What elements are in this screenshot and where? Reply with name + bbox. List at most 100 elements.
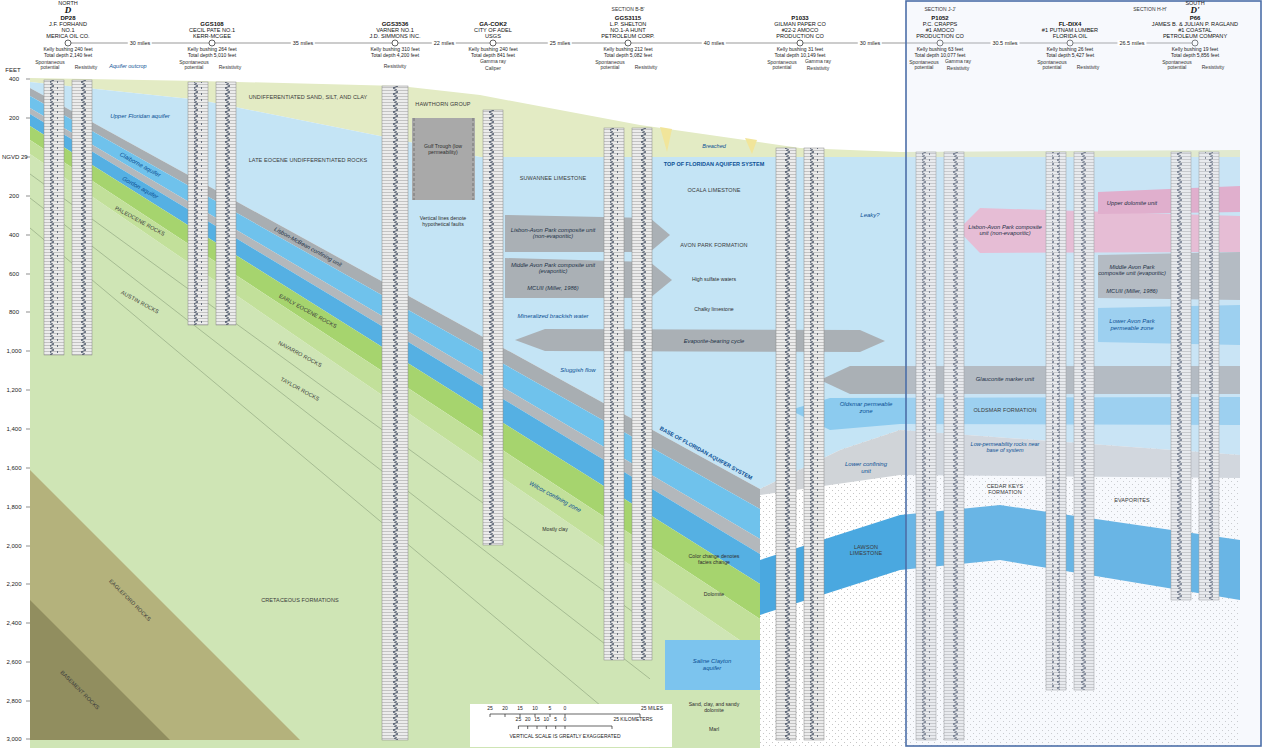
note: Marl <box>709 727 719 733</box>
well-log-trace <box>610 128 618 660</box>
well-datum: Total depth 5,010 feet <box>188 53 236 59</box>
well-spacing: 30.5 miles <box>990 40 1019 46</box>
gulf-trough <box>414 118 415 200</box>
depth-axis-label: 400 <box>9 232 19 239</box>
depth-axis-label: 1,200 <box>6 387 21 394</box>
scale-bar <box>505 714 506 717</box>
well-datum: Kelly bushing 212 feet <box>603 47 652 53</box>
hydrologic-unit-label: Gordon aquifer <box>121 175 159 200</box>
hydrologic-unit-label: Sluggish flow <box>560 367 595 374</box>
log-track-label: Spontaneous potential <box>595 60 625 71</box>
well-log-trace <box>50 80 58 355</box>
well-name: USGS <box>485 32 501 38</box>
log-track-label: Spontaneous potential <box>35 60 65 71</box>
scale-label: 0 <box>564 717 567 723</box>
formation-label: AVON PARK FORMATION <box>680 242 747 248</box>
log-track-label: Resistivity <box>635 65 658 70</box>
well-name: J.F. FORHAND <box>49 20 87 26</box>
depth-axis-label: 400 <box>9 76 19 83</box>
hydrologic-unit-label: Lower Avon Park permeable zone <box>1097 318 1167 331</box>
well-name: CECIL PATE NO.1 <box>189 26 235 32</box>
well-name: KERR-MCGEE <box>193 32 231 38</box>
well-id: P1052 <box>931 14 948 21</box>
depth-axis-tick <box>26 739 30 740</box>
note: Sand, clay, and sandy dolomite <box>679 702 749 714</box>
well-log-column <box>382 86 408 740</box>
well-log-trace <box>810 148 818 740</box>
depth-axis-label: 2,800 <box>6 698 21 705</box>
depth-axis-label: 1,400 <box>6 426 21 433</box>
formation-label: LATE EOCENE UNDIFFERENTIATED ROCKS <box>249 157 368 163</box>
well-datum: Total depth 4,200 feet <box>371 53 419 59</box>
scale-label: 5 <box>554 717 557 723</box>
well-spacing: 35 miles <box>291 40 315 46</box>
well-name: PRODUCTION CO <box>916 32 964 38</box>
formation-label: EARLY EOCENE ROCKS <box>278 293 338 330</box>
well-id: GGS108 <box>200 20 223 27</box>
well-log-column <box>804 148 824 740</box>
log-track-label: Caliper <box>485 66 501 71</box>
well-name: VARNER NO.1 <box>376 26 414 32</box>
section-line <box>797 40 803 46</box>
gulf-trough <box>412 118 475 200</box>
scale-label: 10 <box>532 706 538 712</box>
well-name: NO.1 <box>61 26 74 32</box>
section-reference: SECTION H-H' <box>1133 7 1166 13</box>
depth-axis-tick <box>26 701 30 702</box>
confining-unit-label: Middle Avon Park composite unit (evapori… <box>1097 264 1167 277</box>
scale-label: VERTICAL SCALE IS GREATLY EXAGGERATED <box>509 734 620 740</box>
gulf-trough <box>412 118 475 200</box>
well-name: JAMES B. & JULIAN P. RAGLAND <box>1152 20 1238 26</box>
well-datum: Total depth 5,856 feet <box>1171 53 1219 59</box>
well-datum: Kelly bushing 26 feet <box>1047 47 1093 53</box>
section-line <box>209 40 215 46</box>
well-name: #22-2 AMOCO <box>782 26 819 32</box>
basement-wedge <box>30 470 300 740</box>
well-name: P.C. CRAPPS <box>923 20 958 26</box>
well-spacing: 40 miles <box>702 40 726 46</box>
well-name: GILMAN PAPER CO <box>774 20 826 26</box>
well-id: P1033 <box>791 14 808 21</box>
well-log-column <box>632 128 652 660</box>
confining-unit-label: MCUII (Miller, 1986) <box>1106 288 1158 294</box>
hydrologic-unit-label: Breached <box>702 143 726 149</box>
well-datum: Total depth 10,077 feet <box>915 53 966 59</box>
log-track-label: Gamma ray <box>805 59 831 64</box>
confining-unit-label: Glauconite marker unit <box>976 376 1034 382</box>
well-datum: Total depth 841 feet <box>471 53 515 59</box>
hydrologic-unit-label: Aquifer outcrop <box>109 63 146 69</box>
depth-axis-label: 2,600 <box>6 659 21 666</box>
hydrologic-unit-label: Wilcox confining zone <box>528 480 582 514</box>
formation-label: AUSTIN ROCKS <box>120 289 160 315</box>
scale-label: 0 <box>564 706 567 712</box>
formation-label: BASEMENT ROCKS <box>59 669 101 711</box>
scale-bar <box>612 726 613 729</box>
well-spacing: 22 miles <box>432 40 456 46</box>
saline-aquifer-patch <box>665 640 760 690</box>
formation-label: HAWTHORN GROUP <box>415 101 470 107</box>
log-track-label: Spontaneous potential <box>1162 60 1192 71</box>
formation-label: EVAPORITES <box>1114 497 1150 503</box>
well-datum: Total depth 5,427 feet <box>1046 53 1094 59</box>
well-datum: Kelly bushing 19 feet <box>1172 47 1218 53</box>
surficial-deposits <box>660 127 672 152</box>
formation-label: UNDIFFERENTIATED SAND, SILT, AND CLAY <box>238 94 378 100</box>
log-track-label: Gamma ray <box>945 59 971 64</box>
formation-label: TAYLOR ROCKS <box>279 375 320 401</box>
well-datum: Kelly bushing 31 feet <box>777 47 823 53</box>
depth-axis-label: NGVD 29 <box>2 154 28 161</box>
saline-aquifer-patch <box>665 640 760 690</box>
section-line <box>490 40 496 46</box>
well-name: #1 PUTNAM LUMBER <box>1042 26 1098 32</box>
formation-label: PALEOCENE ROCKS <box>114 204 166 236</box>
scale-label: 5 <box>549 706 552 712</box>
well-log-column <box>188 82 208 325</box>
well-name: FLORIDA OIL <box>1053 32 1088 38</box>
depth-axis-tick <box>26 468 30 469</box>
well-name: PETROLEUM COMPANY <box>1163 32 1227 38</box>
depth-axis-tick <box>26 235 30 236</box>
scale-label: 20 <box>502 706 508 712</box>
